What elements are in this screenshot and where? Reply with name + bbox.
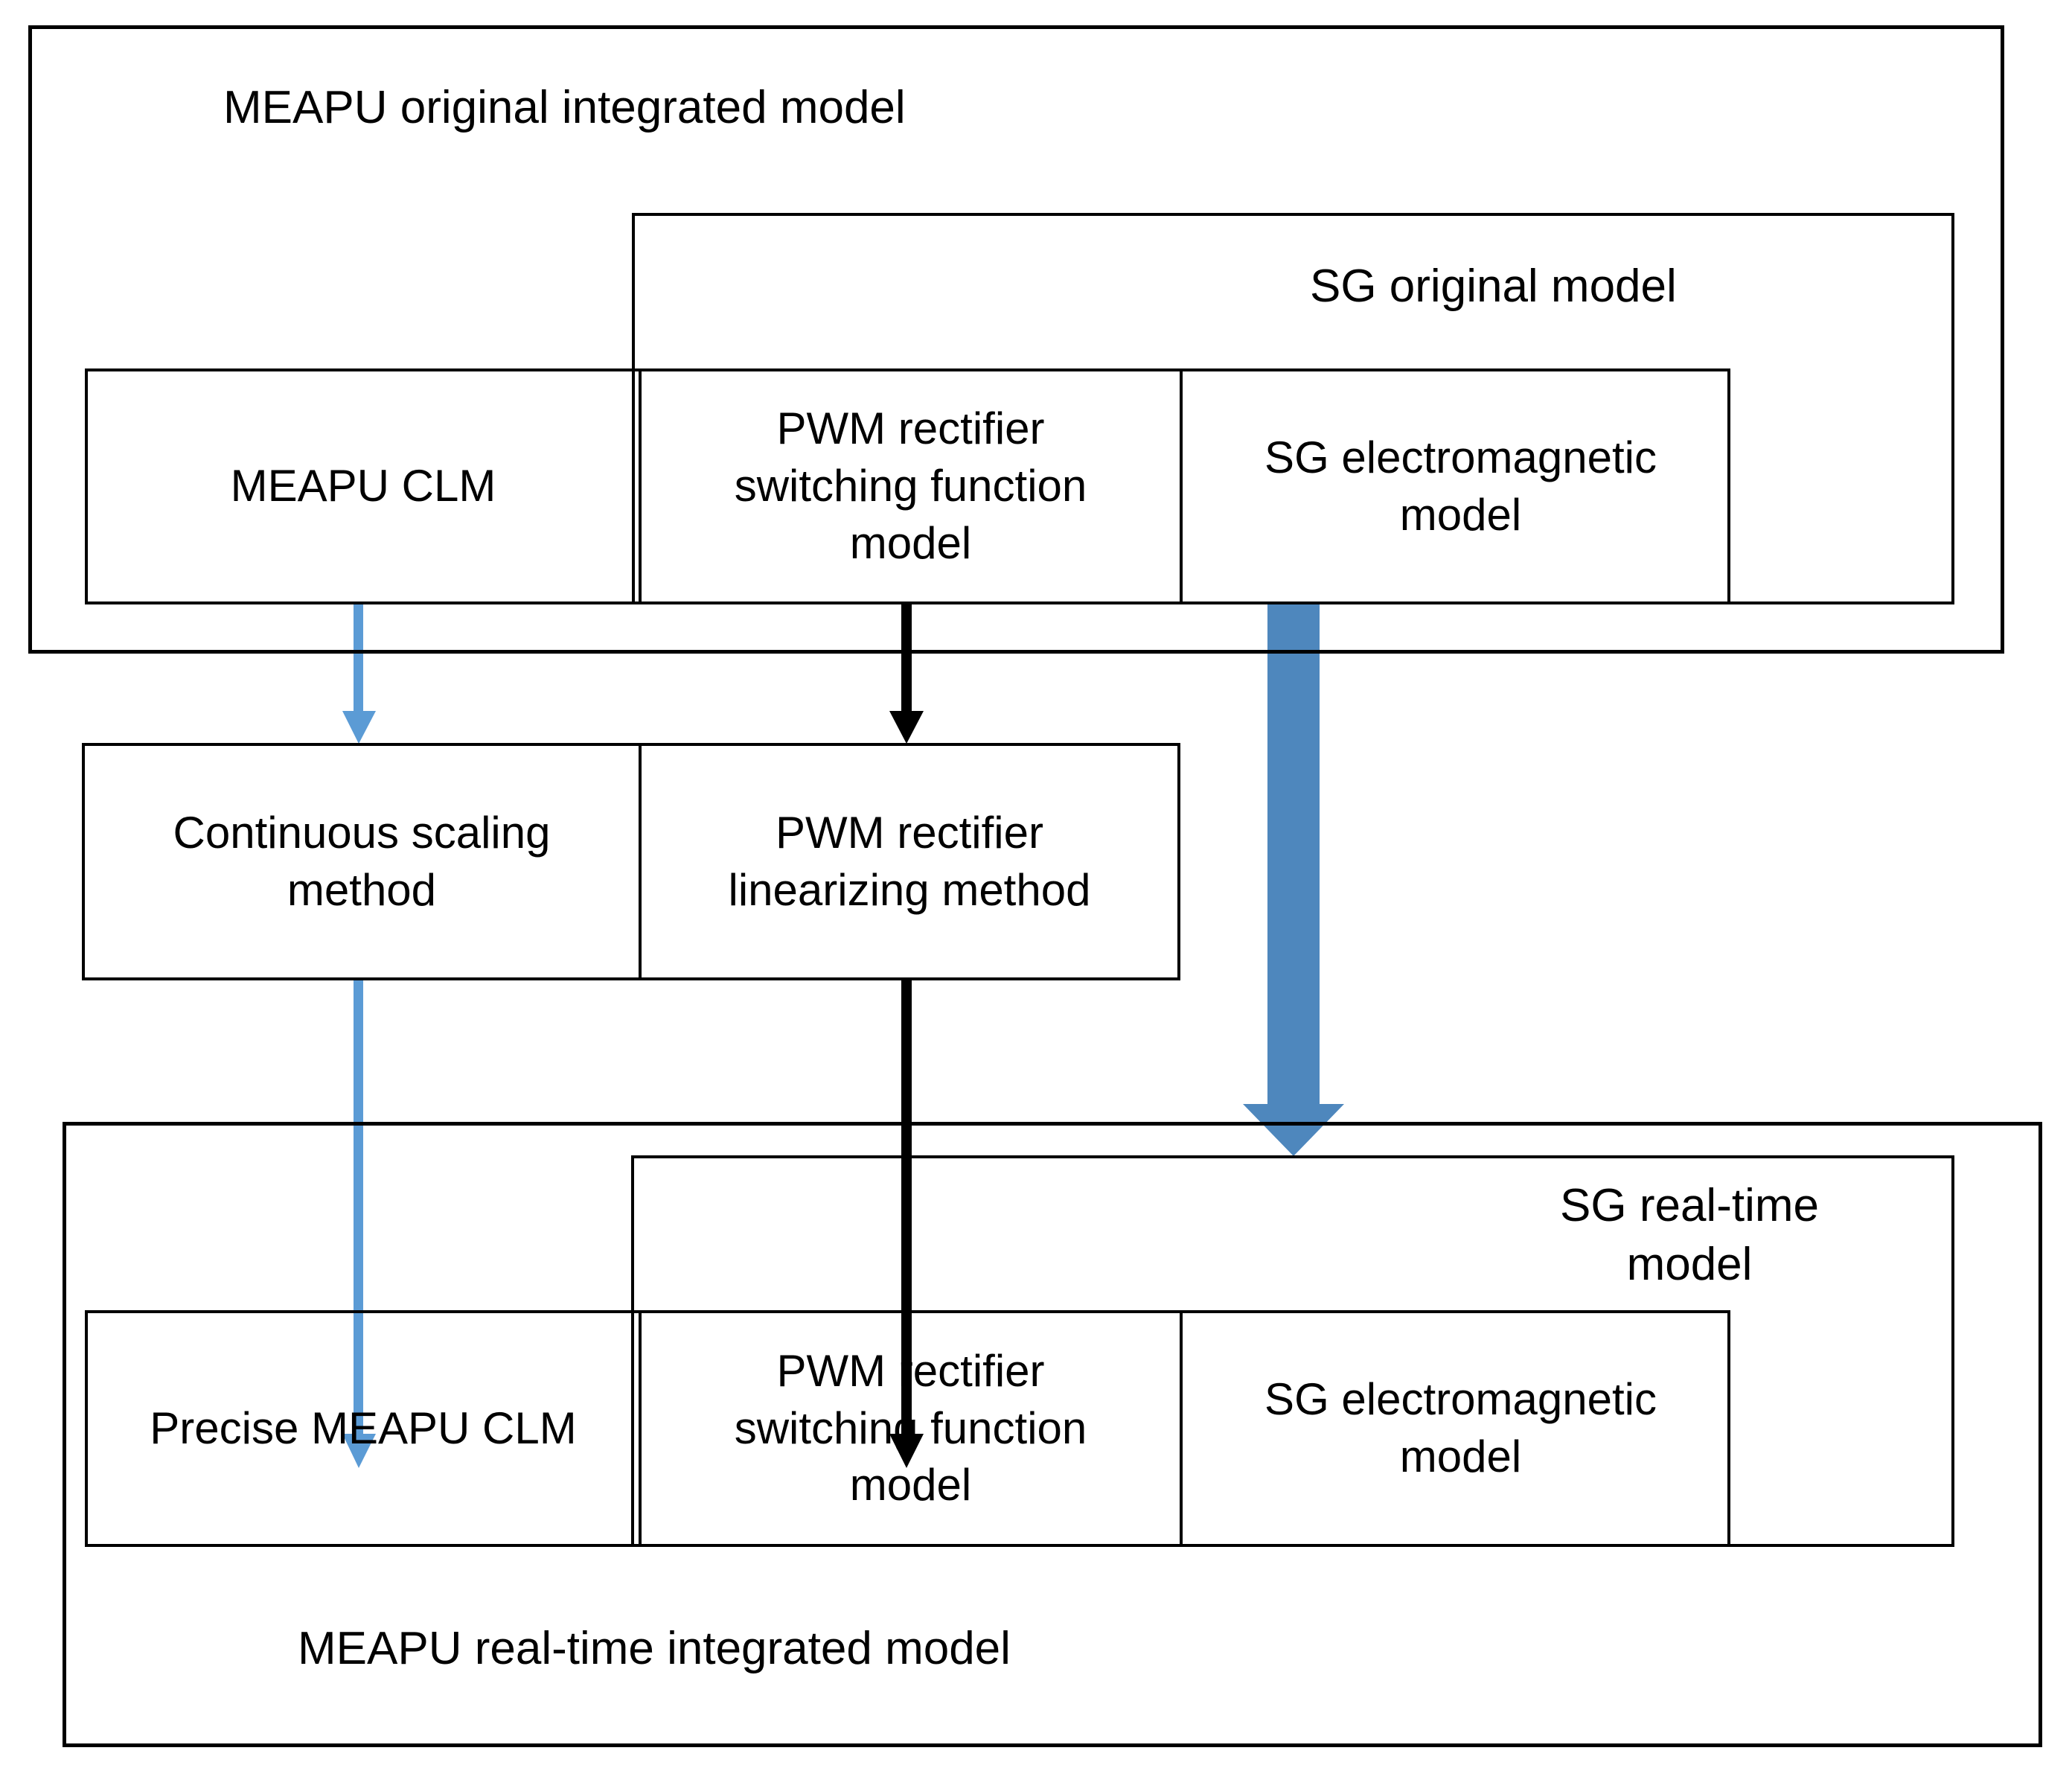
- connector-meapu-clm-to-continuous-scaling: [342, 604, 376, 744]
- top-cell-sg-electromagnetic-model: [1180, 368, 1730, 604]
- connector-continuous-scaling-to-precise-meapu-clm: [342, 980, 376, 1468]
- top-cell-pwm-switching-function-model: [639, 368, 1183, 604]
- bottom-cell-precise-meapu-clm: [85, 1310, 642, 1547]
- bottom-cell-sg-electromagnetic-model: [1180, 1310, 1730, 1547]
- top-outer-group-box: [28, 25, 2004, 654]
- top-cell-meapu-clm: [85, 368, 642, 604]
- middle-cell-pwm-linearizing-method: [639, 743, 1180, 980]
- connector-pwm-linearizing-to-pwm-switching: [889, 980, 924, 1468]
- middle-cell-continuous-scaling-method: [82, 743, 642, 980]
- connector-pwm-switching-to-pwm-linearizing: [889, 604, 924, 744]
- connector-sg-electromagnetic-to-sg-real-time: [1243, 604, 1344, 1156]
- bottom-outer-group-box: [63, 1122, 2042, 1747]
- bottom-cell-pwm-switching-function-model: [639, 1310, 1183, 1547]
